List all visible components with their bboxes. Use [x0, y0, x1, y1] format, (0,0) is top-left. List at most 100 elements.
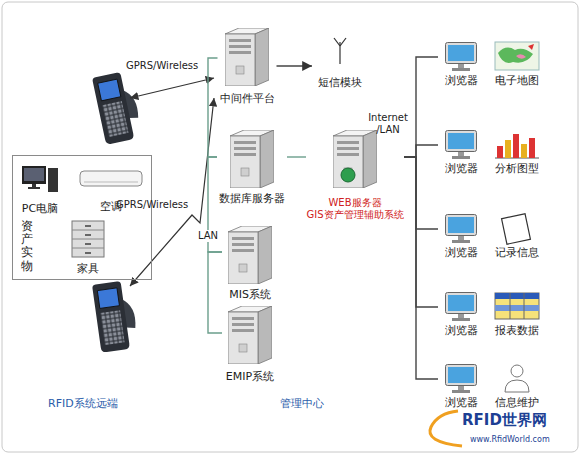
cabinet-icon — [72, 221, 104, 257]
cabinet-icon — [72, 230, 104, 231]
browser-node: 浏览器 — [438, 128, 484, 176]
connector — [287, 156, 306, 157]
server-node: 中间件平台 — [218, 26, 277, 106]
handheld-reader — [100, 310, 124, 345]
node-label: 资产实物 — [21, 220, 33, 273]
browser-node: 浏览器 — [438, 40, 484, 88]
table-icon — [495, 293, 539, 319]
server-node: EMIP系统 — [222, 302, 278, 384]
browser-monitor — [446, 365, 477, 394]
wireless-link — [130, 78, 214, 98]
map-icon — [516, 54, 526, 59]
bar-chart-icon — [513, 134, 519, 158]
node-label: 记录信息 — [495, 247, 539, 260]
handheld-reader — [92, 72, 134, 145]
node-label: PC电脑 — [22, 203, 58, 216]
bar-chart-icon — [529, 138, 535, 158]
node-label: 分析图型 — [495, 163, 539, 176]
node-label: 中间件平台 — [220, 93, 275, 106]
browser-node: 浏览器 — [438, 362, 484, 410]
asset-item: 家具 — [65, 218, 111, 276]
server-icon — [333, 130, 377, 188]
wireless-link — [130, 98, 214, 286]
browser-node: 浏览器 — [438, 290, 484, 338]
handheld-reader — [92, 280, 139, 353]
table-icon — [495, 305, 539, 311]
connector — [404, 157, 438, 379]
browser-monitor — [446, 131, 477, 160]
annotation: Internet /LAN — [366, 112, 410, 135]
edge-label: LAN — [197, 230, 219, 242]
node-label: 家具 — [77, 263, 99, 276]
browser-monitor — [446, 215, 477, 244]
asset-item: PC电脑 — [17, 162, 63, 216]
watermark-swoosh — [430, 411, 462, 446]
globe-mark — [341, 168, 355, 182]
map-icon — [495, 42, 539, 70]
document-icon — [502, 214, 531, 244]
cabinet-icon — [72, 221, 104, 257]
node-label: 浏览器 — [445, 247, 478, 260]
handheld-reader — [92, 281, 130, 353]
user-icon — [511, 365, 523, 377]
antenna-icon — [334, 38, 346, 64]
air-conditioner-icon — [84, 182, 138, 183]
node-label: 报表数据 — [495, 325, 539, 338]
map-icon — [528, 44, 534, 50]
pc-icon — [32, 184, 36, 187]
connector — [404, 157, 438, 307]
handheld-reader — [97, 288, 119, 309]
connector — [208, 252, 222, 333]
sms-module: 短信模块 — [312, 34, 368, 90]
document-icon — [502, 214, 531, 244]
browser-monitor — [446, 43, 477, 72]
connector — [404, 57, 438, 157]
annotation: GPRS/Wireless — [116, 199, 188, 211]
server-icon — [228, 226, 272, 284]
server-icon — [228, 306, 272, 364]
watermark: www.RfidWorld.com — [470, 435, 550, 444]
node-label: WEB服务器 GIS资产管理辅助系统 — [306, 197, 404, 220]
function-item: 报表数据 — [488, 290, 546, 338]
bar-chart-icon — [495, 134, 539, 158]
antenna-icon — [334, 38, 340, 46]
server-icon — [225, 28, 269, 86]
node-label: 浏览器 — [445, 325, 478, 338]
function-item: 分析图型 — [488, 128, 546, 176]
cabinet-icon — [72, 239, 104, 240]
annotation: 管理中心 — [280, 398, 324, 411]
browser-node: 浏览器 — [438, 212, 484, 260]
node-label: 电子地图 — [495, 75, 539, 88]
function-item: 记录信息 — [488, 212, 546, 260]
table-icon — [524, 293, 525, 319]
table-icon — [495, 293, 539, 299]
pc-icon — [22, 166, 46, 184]
pc-icon — [28, 187, 40, 189]
cabinet-icon — [85, 234, 91, 236]
node-label: 浏览器 — [445, 397, 478, 410]
server-node: MIS系统 — [222, 222, 278, 302]
annotation: RFID系统远端 — [48, 398, 118, 411]
user-icon — [505, 365, 529, 392]
air-conditioner-icon — [80, 171, 142, 186]
web-server: WEB服务器 GIS资产管理辅助系统 — [306, 128, 404, 220]
node-label: 数据库服务器 — [219, 193, 285, 206]
annotation: GPRS/Wireless — [126, 60, 198, 72]
browser-monitor — [446, 293, 477, 322]
pc-icon — [22, 166, 58, 192]
server-node: 数据库服务器 — [217, 128, 287, 206]
function-item: 电子地图 — [488, 40, 546, 88]
watermark: RFID世界网 — [462, 412, 547, 429]
node-label: 浏览器 — [445, 163, 478, 176]
connector — [404, 157, 438, 229]
node-label: 信息维护 — [495, 397, 539, 410]
node-label: MIS系统 — [229, 289, 271, 302]
node-label: 浏览器 — [445, 75, 478, 88]
asset-box: 资产实物PC电脑空调家具 — [12, 155, 152, 280]
table-icon — [510, 293, 511, 319]
antenna-icon — [340, 38, 346, 46]
function-item: 信息维护 — [488, 362, 546, 410]
